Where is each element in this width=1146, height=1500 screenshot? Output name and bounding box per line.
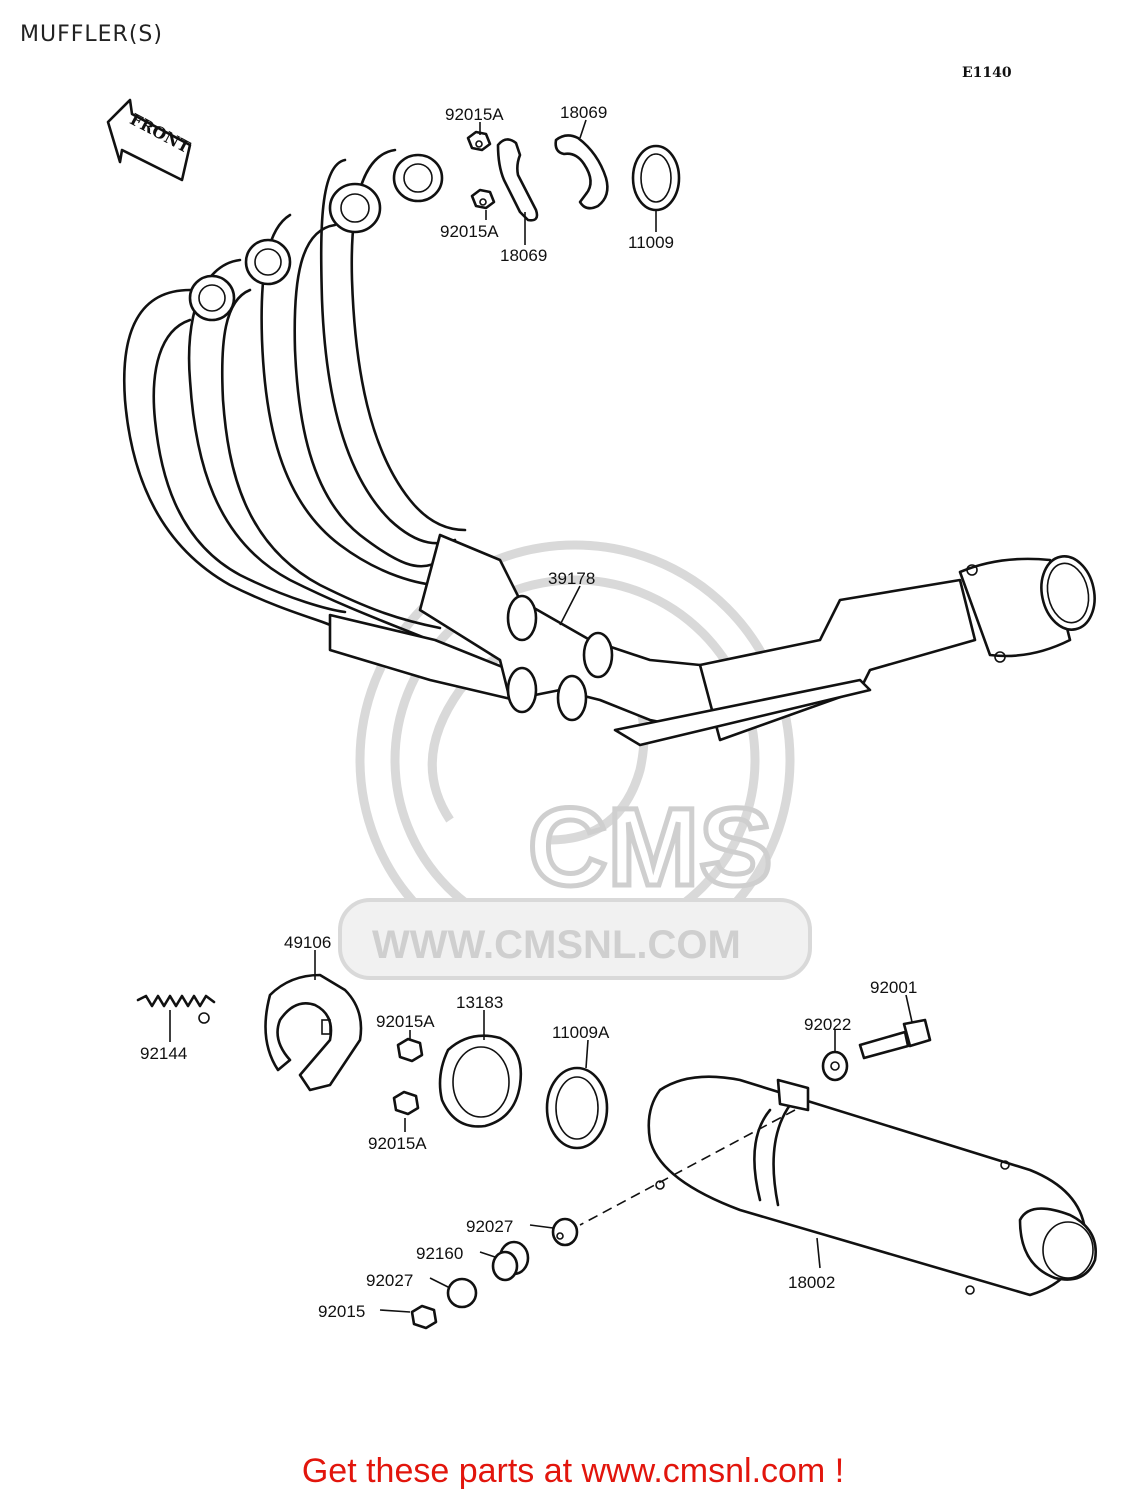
nut-92015A-b <box>392 1090 420 1116</box>
label-92015A-b: 92015A <box>368 1134 427 1153</box>
label-92022: 92022 <box>804 1015 851 1034</box>
grommet-92027-b <box>446 1277 478 1309</box>
label-92015A-a: 92015A <box>376 1012 435 1031</box>
page-title: MUFFLER(S) <box>20 22 163 47</box>
label-11009: 11009 <box>628 233 674 252</box>
label-13183: 13183 <box>456 993 503 1012</box>
diagram-code: E1140 <box>962 65 1012 81</box>
label-92015A-mid: 92015A <box>440 222 499 241</box>
leader-lines <box>169 119 913 1313</box>
watermark-url: WWW.CMSNL.COM <box>372 923 741 967</box>
part-labels: 92015A 92015A 18069 18069 11009 39178 49… <box>140 103 917 1321</box>
cms-watermark: CMS WWW.CMSNL.COM <box>338 540 812 980</box>
label-18069-top: 18069 <box>560 103 607 122</box>
nut-92015 <box>410 1304 438 1330</box>
label-92027-a: 92027 <box>466 1217 513 1236</box>
heat-guard-49106 <box>264 973 363 1092</box>
muffler-18002 <box>579 1075 1098 1297</box>
gasket-13183 <box>438 1034 523 1128</box>
footer-cta-link[interactable]: Get these parts at www.cmsnl.com ! <box>301 1452 845 1490</box>
collar-92160 <box>491 1240 530 1282</box>
nut-92015A-mid <box>470 188 496 210</box>
exhaust-header-pipes <box>122 148 1096 747</box>
spring-92144 <box>136 994 216 1024</box>
gasket-11009A <box>545 1066 609 1150</box>
label-92015: 92015 <box>318 1302 365 1321</box>
clamp-18069-left <box>496 138 539 222</box>
gasket-11009 <box>631 144 681 212</box>
watermark-brand: CMS <box>528 786 772 909</box>
label-92027-b: 92027 <box>366 1271 413 1290</box>
label-18002: 18002 <box>788 1273 835 1292</box>
washer-92022 <box>821 1050 849 1082</box>
front-arrow-icon: FRONT <box>106 98 193 182</box>
bolt-92001 <box>858 1018 932 1060</box>
pipe-flanges <box>188 153 444 322</box>
label-39178: 39178 <box>548 569 595 588</box>
label-92160: 92160 <box>416 1244 463 1263</box>
label-49106: 49106 <box>284 933 331 952</box>
label-92015A-top: 92015A <box>445 105 504 124</box>
nut-92015A-a <box>396 1037 424 1063</box>
label-11009A: 11009A <box>552 1023 610 1042</box>
grommet-92027-a <box>551 1217 579 1247</box>
label-92001: 92001 <box>870 978 917 997</box>
label-18069-bot: 18069 <box>500 246 547 265</box>
clamp-18069-right <box>554 134 609 210</box>
nut-92015A-top <box>466 130 492 152</box>
label-92144: 92144 <box>140 1044 187 1063</box>
